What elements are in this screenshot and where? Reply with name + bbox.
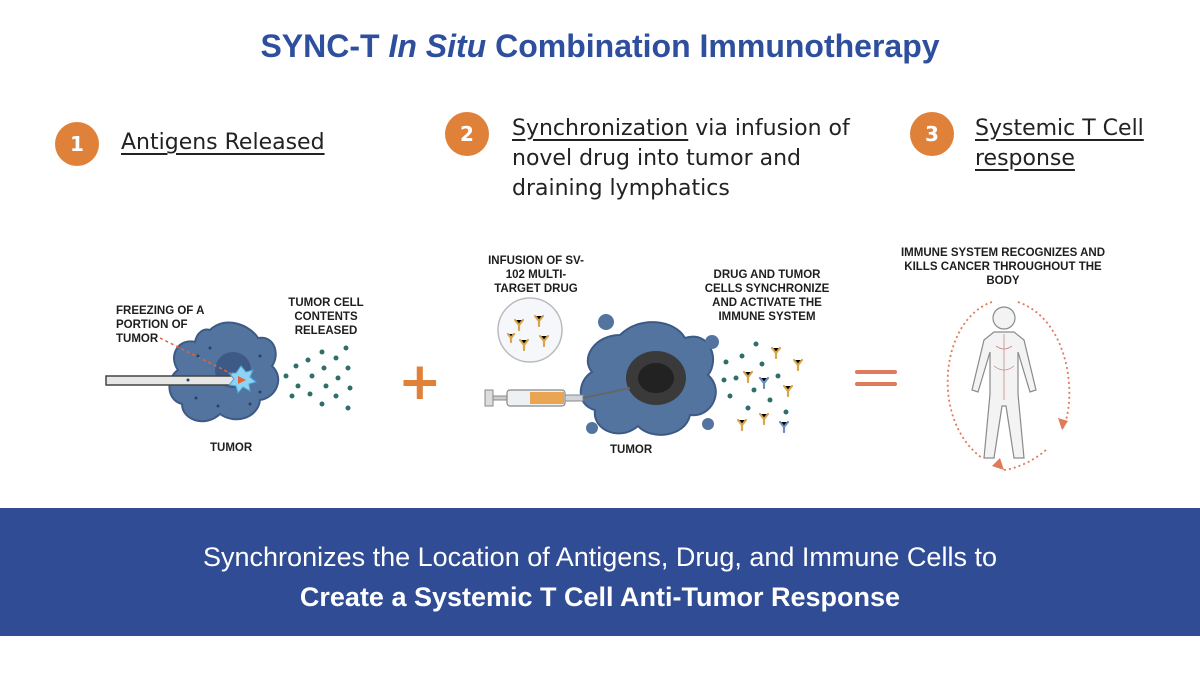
infusion-label: INFUSION OF SV-102 MULTI-TARGET DRUG <box>488 255 584 295</box>
step-3-badge: 3 <box>910 112 954 156</box>
slide-title: SYNC-T In Situ Combination Immunotherapy <box>260 28 940 64</box>
circulation-arrows <box>946 301 1071 459</box>
panel2-illustration <box>484 297 804 436</box>
contents-released-label: TUMOR CELL CONTENTS RELEASED <box>288 297 364 337</box>
tumor-label-1: TUMOR <box>210 442 253 454</box>
synchronize-label: DRUG AND TUMOR CELLS SYNCHRONIZE AND ACT… <box>704 269 830 323</box>
equals-operator-bottom <box>855 382 897 386</box>
immune-system-label: IMMUNE SYSTEM RECOGNIZES AND KILLS CANCE… <box>900 247 1106 287</box>
banner-line-1: Synchronizes the Location of Antigens, D… <box>203 542 997 572</box>
plus-operator: + <box>398 352 442 412</box>
cryo-probe <box>105 375 237 386</box>
panel1-illustration <box>105 321 353 423</box>
step-2-heading: Synchronization via infusion of novel dr… <box>512 116 850 201</box>
summary-banner: Synchronizes the Location of Antigens, D… <box>0 508 1200 636</box>
step-3-heading: Systemic T Cell response <box>975 116 1144 171</box>
tumor-label-2: TUMOR <box>610 444 653 456</box>
step-1-badge: 1 <box>55 122 99 166</box>
syringe <box>484 387 631 407</box>
drug-particles <box>506 314 550 352</box>
released-contents-dots <box>283 345 353 411</box>
drug-magnifier <box>497 297 563 363</box>
panel3-illustration <box>946 301 1071 471</box>
banner-line-2: Create a Systemic T Cell Anti-Tumor Resp… <box>299 582 901 612</box>
equals-operator-top <box>855 370 897 374</box>
step-2-badge: 2 <box>445 112 489 156</box>
step-1-heading: Antigens Released <box>121 130 325 155</box>
freezing-label: FREEZING OF A PORTION OF TUMOR <box>116 305 204 345</box>
